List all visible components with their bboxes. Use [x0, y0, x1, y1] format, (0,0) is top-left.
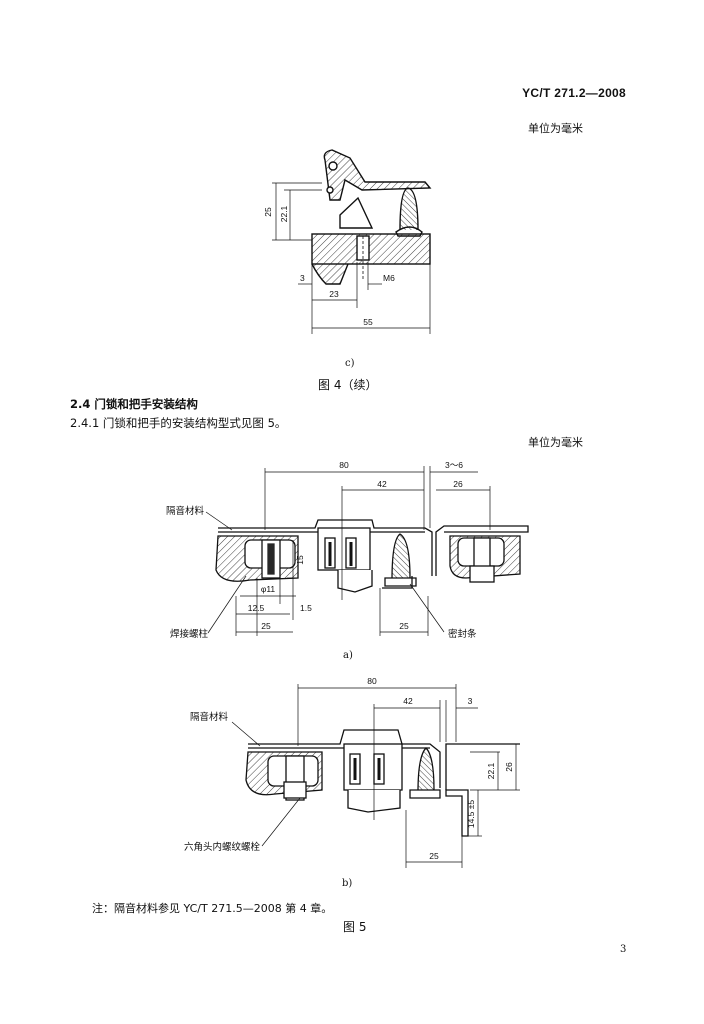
clause-text: 2.4.1 门锁和把手的安装结构型式见图 5。 [70, 416, 287, 430]
dim-25-right: 25 [399, 621, 409, 631]
figure-4-caption: 图 4（续） [318, 378, 378, 392]
label-insulation-a: 隔音材料 [166, 505, 205, 517]
figure-5a-dimensions [205, 466, 491, 636]
dim-15: 15 [295, 555, 305, 565]
dim-25-left: 25 [261, 621, 271, 631]
dim-14-5-b: 14.5 ±5 [466, 800, 476, 829]
dim-1-5: 1.5 [300, 603, 312, 613]
unit-note-mid: 单位为毫米 [528, 436, 583, 449]
section-heading: 2.4 门锁和把手安装结构 [70, 397, 198, 411]
door-panel-a [215, 519, 529, 593]
figure-5a-caption: a) [343, 650, 353, 661]
figure-5a-drawing: 80 3～6 42 26 15 φ11 12.5 1.5 25 25 隔音材料 … [166, 460, 529, 640]
label-hex-socket-stud: 六角头内螺纹螺栓 [184, 841, 261, 853]
dim-80: 80 [339, 460, 349, 470]
dim-80-b: 80 [367, 676, 377, 686]
figure-5b-caption: b) [342, 878, 353, 889]
figure-4c-caption: c) [345, 358, 355, 369]
dim-23: 23 [329, 289, 339, 299]
dim-3-b: 3 [468, 696, 473, 706]
figure-4c-drawing: 25 22.1 3 M6 23 55 [263, 149, 432, 334]
dim-26-b: 26 [504, 762, 514, 772]
lock-latch-assembly [311, 149, 432, 285]
dim-42-b: 42 [403, 696, 413, 706]
dim-55: 55 [363, 317, 373, 327]
dim-42: 42 [377, 479, 387, 489]
figure-note: 注：隔音材料参见 YC/T 271.5—2008 第 4 章。 [92, 902, 333, 915]
dim-22-1-b: 22.1 [486, 762, 496, 779]
figure-5-caption: 图 5 [343, 920, 367, 934]
dim-25-b: 25 [429, 851, 439, 861]
door-panel-b [245, 729, 520, 837]
unit-note-top: 单位为毫米 [528, 122, 583, 135]
dim-3-6: 3～6 [445, 460, 463, 470]
dim-22-1: 22.1 [279, 205, 289, 222]
page-number: 3 [620, 944, 627, 955]
label-weld-stud: 焊接螺柱 [170, 628, 209, 640]
label-seal-strip: 密封条 [448, 628, 477, 640]
dim-12-5: 12.5 [248, 603, 265, 613]
dim-3: 3 [300, 273, 305, 283]
dim-25: 25 [263, 207, 273, 217]
figure-5b-drawing: 80 42 3 22.1 26 14.5 ±5 25 隔音材料 六角头内螺纹螺栓 [184, 676, 520, 868]
dim-26: 26 [453, 479, 463, 489]
figure-4c-dimensions [272, 182, 431, 334]
standard-id: YC/T 271.2—2008 [522, 86, 626, 100]
label-insulation-b: 隔音材料 [190, 711, 229, 723]
dim-m6: M6 [383, 273, 395, 283]
figure-5b-dimensions [231, 684, 520, 868]
dim-phi11: φ11 [261, 584, 276, 594]
